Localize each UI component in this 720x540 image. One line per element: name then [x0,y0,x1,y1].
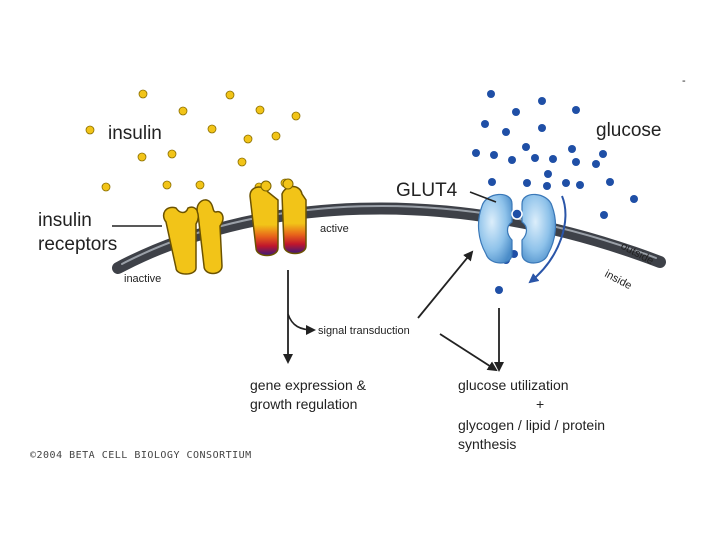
glucose-molecule [512,108,520,116]
insulin-molecule [85,125,95,135]
arrow-signal-hook [287,313,316,335]
glucose-molecule [544,170,552,178]
gene-expression-line1: gene expression & [250,377,367,393]
glucose-molecule [576,181,584,189]
insulin-molecule [271,131,281,141]
insulin-molecule [137,152,147,162]
receptors-label-line1: insulin [38,210,92,231]
insulin-molecule [225,90,235,100]
glucose-molecule [481,120,489,128]
insulin-molecule [178,106,188,116]
glucose-molecule [549,155,557,163]
glucose-molecule [531,154,539,162]
glucose-molecule [502,128,510,136]
glucose-molecule [630,195,638,203]
insulin-molecule [207,124,217,134]
insulin-molecule [237,157,247,167]
glucose-utilization-line2: glycogen / lipid / protein [458,417,605,433]
glucose-molecule [522,143,530,151]
transported-glucose [511,208,523,220]
glut4-label: GLUT4 [396,180,458,201]
insulin-label: insulin [108,123,162,144]
insulin-molecule [291,111,301,121]
glucose-molecule [543,182,551,190]
glucose-molecule [599,150,607,158]
bound-insulin [282,178,294,190]
arrow-to-utilization [439,333,498,372]
insulin-molecule [167,149,177,159]
insulin-molecule [101,182,111,192]
glucose-molecule [568,145,576,153]
inactive-insulin-receptor [162,199,224,275]
glut4-pointer-line [469,191,497,203]
glucose-molecule [472,149,480,157]
insulin-molecule [255,105,265,115]
insulin-molecules [85,89,301,192]
inactive-label: inactive [124,273,161,285]
glucose-molecule [490,151,498,159]
glucose-molecule [572,158,580,166]
glucose-molecule [600,211,608,219]
insulin-molecule [195,180,205,190]
corner-mark: - [682,75,686,87]
receptors-label-line2: receptors [38,234,117,255]
glucose-molecule [572,106,580,114]
glucose-molecule [487,90,495,98]
insulin-molecule [138,89,148,99]
translocation-arrow [528,195,567,284]
glucose-utilization-line3: synthesis [458,436,516,452]
copyright-credit: ©2004 BETA CELL BIOLOGY CONSORTIUM [30,450,252,461]
inside-label: inside [603,268,634,292]
insulin-molecule [162,180,172,190]
glucose-label: glucose [596,120,662,141]
bound-insulin [260,180,272,192]
glucose-molecule [508,156,516,164]
active-insulin-receptor [249,178,307,257]
signal-transduction-label: signal transduction [318,325,410,337]
glucose-molecule [562,179,570,187]
glucose-utilization-plus: + [536,396,544,412]
glucose-molecule [488,178,496,186]
glut4-transporter [477,193,557,264]
glucose-molecule [523,179,531,187]
glucose-molecule [538,97,546,105]
glucose-molecule [538,124,546,132]
glucose-molecule [606,178,614,186]
glucose-utilization-line1: glucose utilization [458,377,569,393]
arrow-to-glut4 [417,250,474,319]
active-label: active [320,223,349,235]
gene-expression-line2: growth regulation [250,396,357,412]
glucose-molecule [592,160,600,168]
insulin-molecule [243,134,253,144]
imported-glucose [495,286,503,294]
